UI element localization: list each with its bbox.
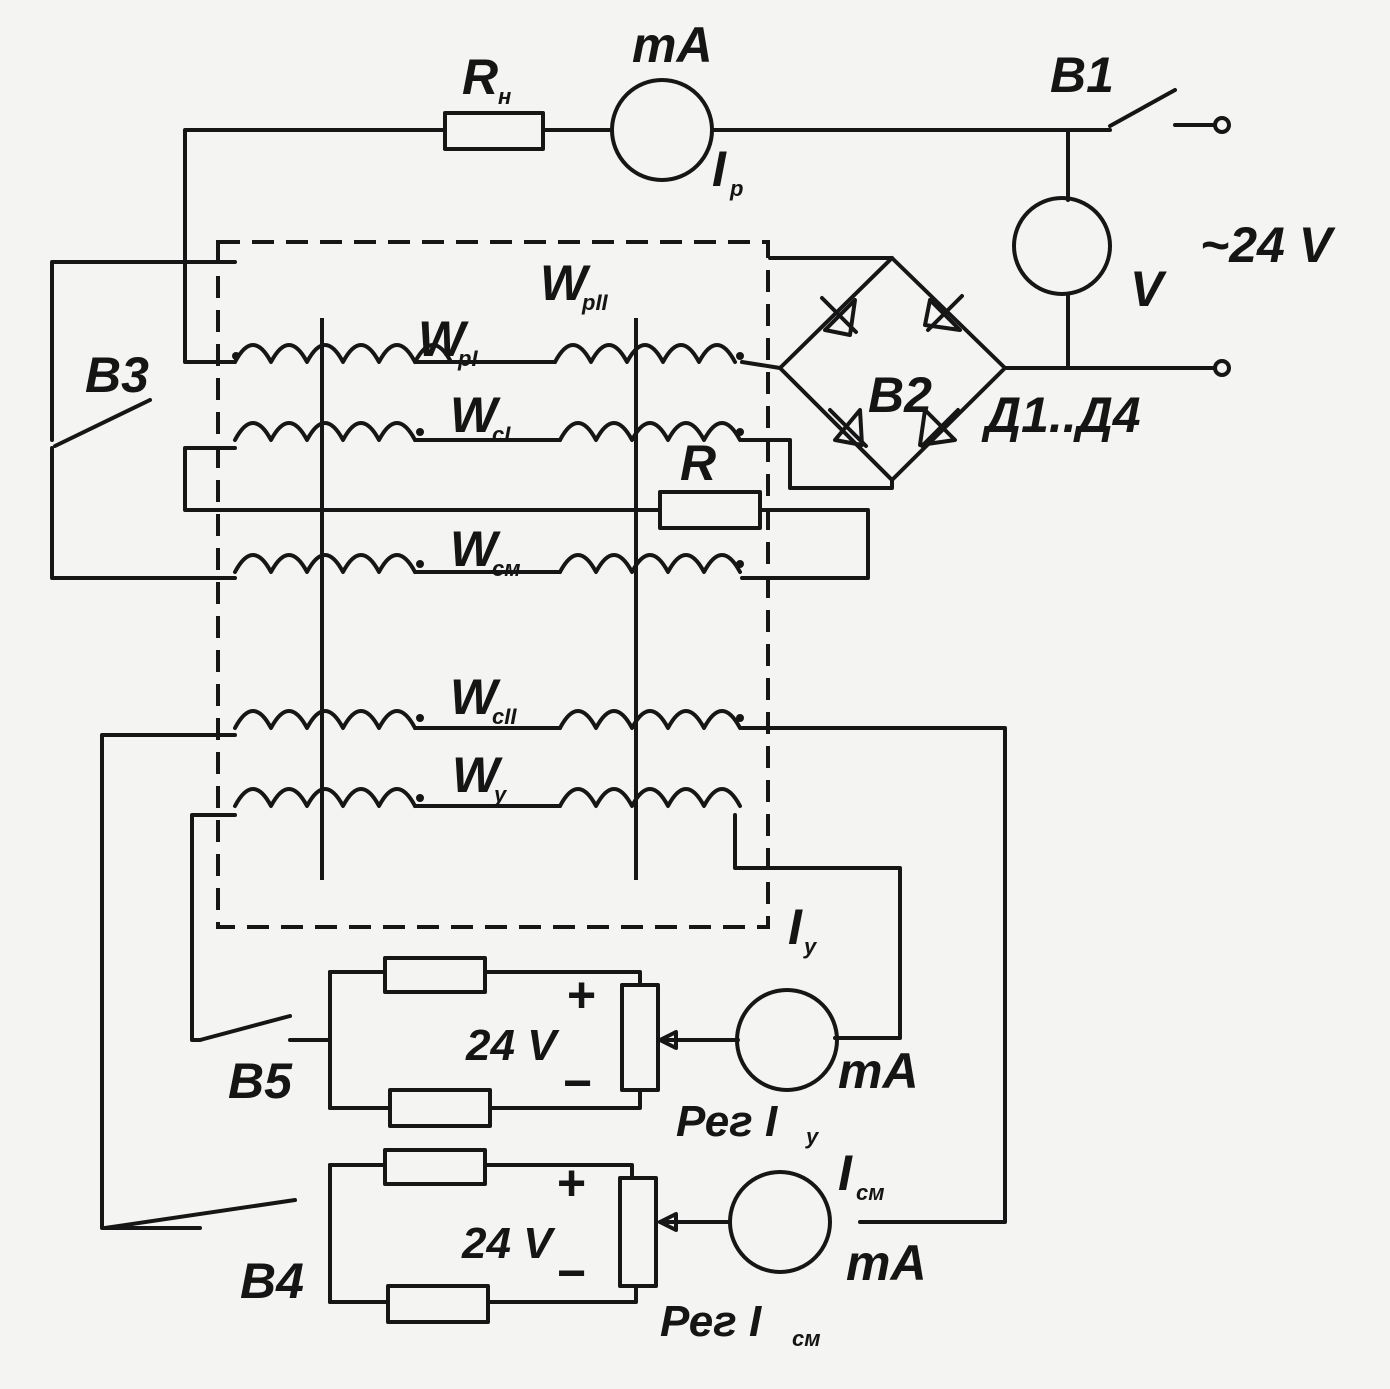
label-minus-1: − bbox=[562, 1055, 591, 1111]
label-wy-sub: у bbox=[493, 782, 508, 807]
label-ma-top: mA bbox=[632, 17, 713, 73]
label-r: R bbox=[680, 435, 716, 491]
label-b2: B2 bbox=[868, 367, 932, 423]
ammeter-iy bbox=[735, 988, 839, 1092]
label-woc-sub: cII bbox=[492, 704, 517, 729]
winding-wp bbox=[232, 343, 744, 364]
label-b3: B3 bbox=[85, 347, 149, 403]
label-ip: I bbox=[712, 141, 727, 197]
label-icm: I bbox=[838, 1145, 853, 1201]
label-rn: R bbox=[462, 49, 498, 105]
resistor-rn bbox=[443, 111, 545, 151]
label-wp2: W bbox=[540, 255, 591, 311]
winding-woc bbox=[233, 709, 744, 730]
label-dc-1: 24 V bbox=[465, 1021, 560, 1070]
label-woc: W bbox=[450, 669, 501, 725]
label-rn-sub: н bbox=[498, 84, 511, 109]
label-plus-1: + bbox=[566, 967, 595, 1023]
label-reg-y-sub: у bbox=[805, 1124, 820, 1149]
terminal-top bbox=[1213, 116, 1231, 134]
winding-wc1 bbox=[233, 421, 744, 442]
label-voltmeter: V bbox=[1130, 261, 1167, 317]
ammeter-icm bbox=[728, 1170, 832, 1274]
winding-wcm bbox=[233, 553, 744, 574]
label-reg-y: Рег I bbox=[676, 1097, 778, 1146]
label-wp1-sub: рI bbox=[457, 346, 478, 371]
label-wc1: W bbox=[450, 387, 501, 443]
label-icm-sub: см bbox=[856, 1180, 885, 1205]
label-ma-cm: mA bbox=[846, 1235, 927, 1291]
label-diodes: Д1..Д4 bbox=[981, 387, 1141, 443]
label-reg-cm-sub: см bbox=[792, 1326, 821, 1351]
label-wp1: W bbox=[418, 311, 469, 367]
label-iy: I bbox=[788, 899, 803, 955]
diode-bridge bbox=[740, 256, 1007, 490]
label-wcm: W bbox=[450, 521, 501, 577]
left-connections bbox=[50, 260, 870, 580]
label-minus-2: − bbox=[556, 1245, 585, 1301]
top-circuit bbox=[183, 78, 1231, 377]
magnetic-core bbox=[216, 240, 770, 929]
label-dc-2: 24 V bbox=[461, 1219, 556, 1268]
winding-wy bbox=[233, 787, 742, 808]
label-reg-cm: Рег I bbox=[660, 1297, 762, 1346]
label-wy: W bbox=[452, 747, 503, 803]
label-wcm-sub: см bbox=[492, 556, 521, 581]
label-plus-2: + bbox=[556, 1155, 585, 1211]
dc-supply-y bbox=[198, 956, 839, 1128]
switch-b3 bbox=[53, 398, 152, 448]
resistor-r bbox=[658, 490, 762, 530]
switch-b5 bbox=[198, 1014, 292, 1042]
ammeter-ip bbox=[610, 78, 714, 182]
label-b4: B4 bbox=[240, 1253, 304, 1309]
label-ma-y: mA bbox=[838, 1043, 919, 1099]
label-b1: B1 bbox=[1050, 47, 1114, 103]
label-b5: B5 bbox=[228, 1053, 293, 1109]
dc-supply-cm bbox=[103, 1148, 832, 1324]
label-wc1-sub: cI bbox=[492, 422, 511, 447]
label-ip-sub: р bbox=[729, 176, 743, 201]
bottom-wiring bbox=[100, 726, 1007, 1230]
voltmeter bbox=[1012, 196, 1112, 296]
label-wp2-sub: рII bbox=[581, 290, 609, 315]
label-supply-ac: ~24 V bbox=[1200, 217, 1336, 273]
switch-b4 bbox=[103, 1198, 297, 1230]
terminal-bottom bbox=[1213, 359, 1231, 377]
switch-b1 bbox=[1108, 88, 1177, 128]
label-iy-sub: у bbox=[803, 934, 818, 959]
